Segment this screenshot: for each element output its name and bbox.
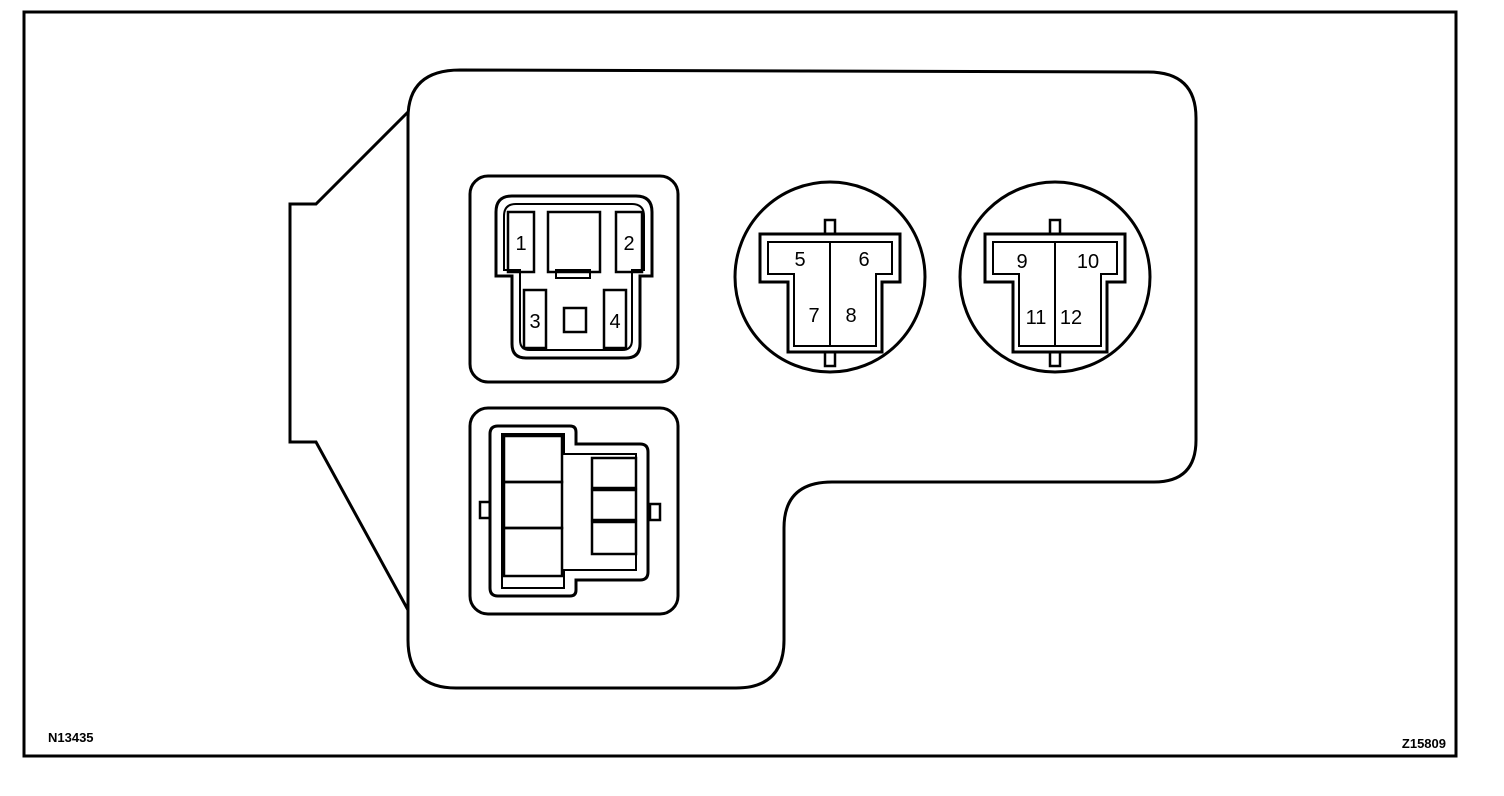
relay-connector-frame [468, 174, 680, 384]
pin-2-terminal [614, 210, 644, 274]
round-connector-a: 5 6 7 8 [733, 180, 927, 374]
pin-label: 4 [609, 311, 620, 333]
figure-code-right: Z15809 [1402, 736, 1446, 751]
side-latch-left [478, 500, 492, 520]
small-terminal-middle [590, 488, 638, 522]
round-connector-a-inner-body [767, 241, 893, 347]
round-connector-b: 9 10 11 12 [958, 180, 1152, 374]
center-terminal-base [555, 269, 591, 279]
pin-label: 9 [1016, 251, 1027, 273]
pin-label: 5 [794, 249, 805, 271]
pin-label: 3 [529, 311, 540, 333]
round-connector-b-inner-body [992, 241, 1118, 347]
round-connector-a-top-key [823, 218, 837, 236]
large-terminal-middle [502, 480, 564, 530]
multi-pin-connector-inner-outline [501, 433, 637, 589]
figure-code-left: N13435 [48, 730, 94, 745]
round-connector-a-outer-body [758, 232, 902, 354]
pin-label: 10 [1077, 251, 1099, 273]
pin-label: 12 [1060, 307, 1082, 329]
multi-pin-connector [468, 406, 680, 616]
large-terminal-top [502, 434, 564, 484]
multi-pin-connector-frame [468, 406, 680, 616]
small-terminal-top [590, 456, 638, 490]
large-terminal-bottom [502, 526, 564, 578]
small-terminal-bottom [590, 520, 638, 556]
pin-label: 2 [623, 233, 634, 255]
mounting-tab [288, 110, 410, 611]
relay-connector: 1 2 3 4 [468, 174, 680, 384]
pin-1-terminal [506, 210, 536, 274]
pin-3-terminal [522, 288, 548, 350]
pin-4-terminal [602, 288, 628, 350]
round-connector-b-top-key [1048, 218, 1062, 236]
round-connector-b-outer-body [983, 232, 1127, 354]
multi-pin-connector-outer-outline [488, 424, 650, 598]
pin-label: 7 [808, 305, 819, 327]
pin-label: 8 [845, 305, 856, 327]
center-terminal [546, 210, 602, 274]
round-connector-b-outline [958, 180, 1152, 374]
round-connector-a-outline [733, 180, 927, 374]
diagram-frame [22, 10, 1458, 758]
side-latch-right [648, 502, 662, 522]
key-hole [562, 306, 588, 334]
relay-connector-outer-outline [494, 194, 654, 360]
pin-label: 11 [1026, 307, 1047, 329]
junction-block-housing [406, 68, 1198, 690]
pin-label: 1 [515, 233, 526, 255]
round-connector-a-bottom-key [823, 350, 837, 368]
pin-label: 6 [858, 249, 869, 271]
round-connector-b-bottom-key [1048, 350, 1062, 368]
